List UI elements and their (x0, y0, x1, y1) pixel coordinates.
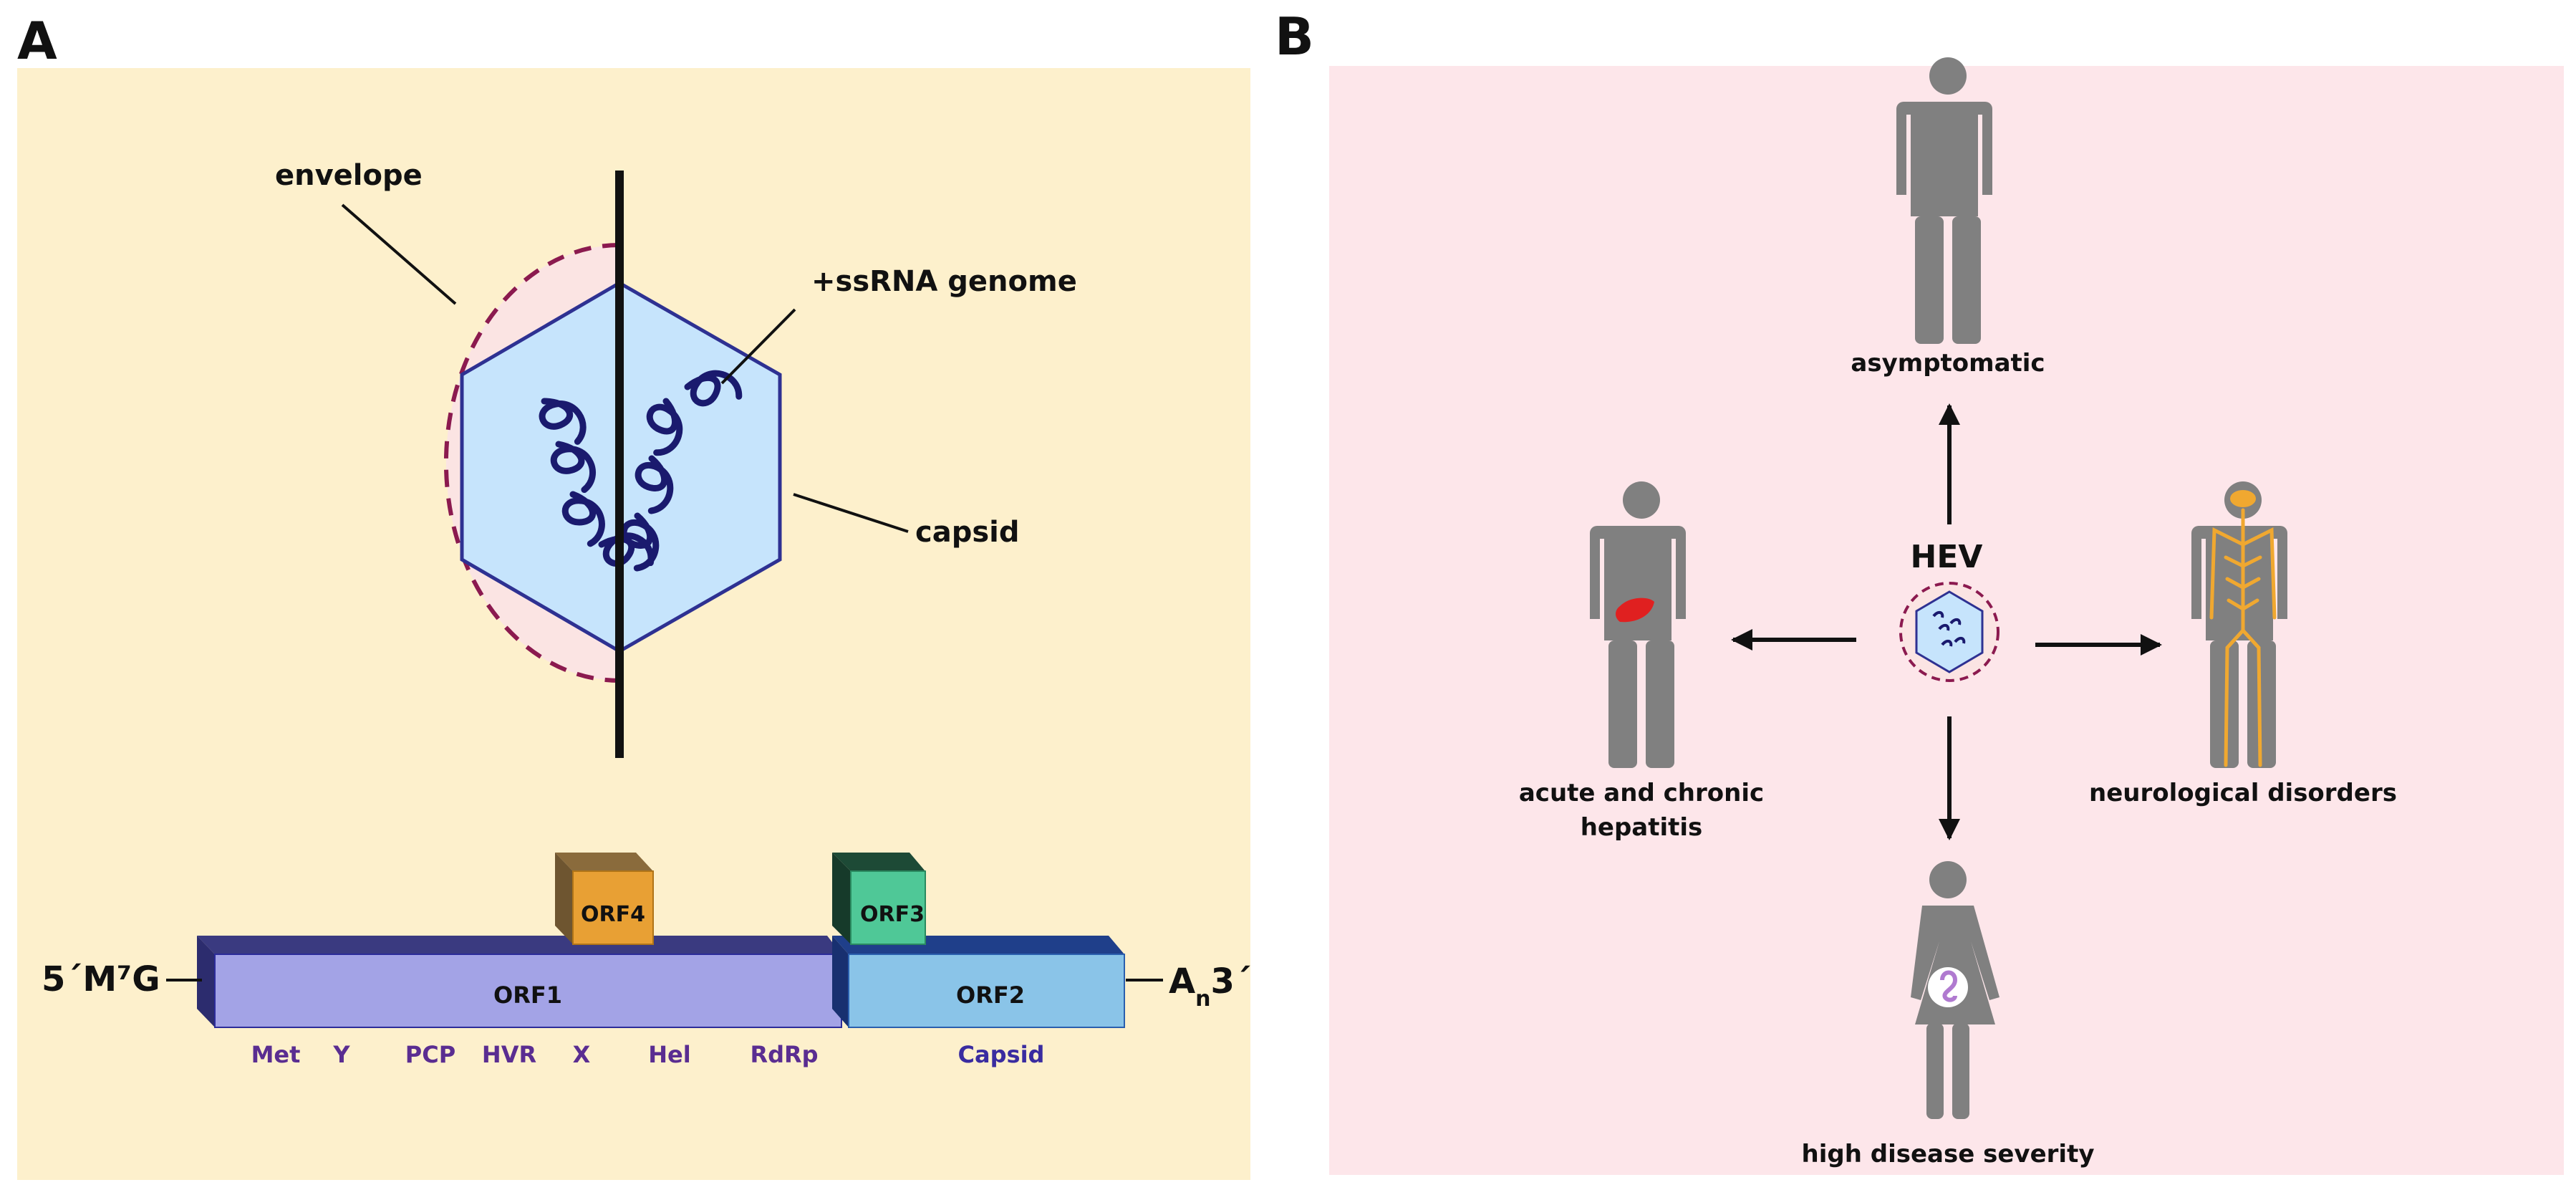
orf1-label: ORF1 (493, 982, 562, 1009)
hev-virion-icon (1899, 582, 1999, 682)
poly-a-base: A (1169, 961, 1195, 1002)
orf3-top-face (832, 853, 925, 871)
orf3-box (850, 870, 926, 945)
envelope-leader-line (341, 203, 457, 305)
orf1-domain-labels: Met Y PCP HVR X Hel RdRp (251, 1041, 819, 1068)
orf2-side-face (832, 936, 849, 1027)
neurological-label: neurological disorders (2089, 779, 2397, 807)
nervous-system-icon (2209, 490, 2277, 767)
capsid-leader-line (793, 493, 909, 533)
envelope-label: envelope (275, 159, 423, 192)
hepatitis-label-line2: hepatitis (1581, 813, 1703, 842)
panel-b-letter: B (1275, 6, 1314, 67)
domain-met: Met (251, 1041, 301, 1068)
virion-diagram (443, 171, 782, 758)
domain-y: Y (332, 1041, 350, 1068)
orf3-label: ORF3 (860, 902, 925, 927)
genome-map: ORF1 ORF2 ORF4 ORF3 5´M⁷G An3´ Met Y PCP… (42, 853, 1252, 1068)
domain-x: X (573, 1041, 591, 1068)
asymptomatic-label: asymptomatic (1851, 349, 2045, 378)
domain-hel: Hel (648, 1041, 690, 1068)
three-prime-suffix: 3´ (1211, 961, 1252, 1002)
womb-circle (1928, 967, 1968, 1007)
panel-a-letter: A (17, 11, 57, 71)
orf1-bar (214, 954, 842, 1028)
domain-rdrp: RdRp (750, 1041, 818, 1068)
three-prime-end-label: An3´ (1169, 961, 1252, 1012)
liver-icon (1616, 598, 1654, 623)
domain-capsid: Capsid (958, 1041, 1045, 1068)
fetus-icon (1940, 970, 1958, 1002)
orf4-side-face (555, 853, 573, 944)
orf1-top-face (197, 936, 841, 954)
orf4-box (572, 870, 654, 945)
hev-label: HEV (1911, 539, 1983, 575)
orf2-label: ORF2 (956, 982, 1025, 1009)
domain-pcp: PCP (405, 1041, 455, 1068)
orf3-side-face (832, 853, 851, 944)
orf4-label: ORF4 (581, 902, 645, 927)
domain-hvr: HVR (482, 1041, 536, 1068)
poly-a-subscript: n (1195, 987, 1210, 1012)
capsid-label: capsid (915, 516, 1020, 549)
genome-leader-line (720, 308, 796, 385)
orf2-bar (848, 954, 1125, 1028)
five-prime-end-label: 5´M⁷G (42, 959, 160, 999)
genome-label: +ssRNA genome (811, 265, 1077, 298)
orf4-top-face (555, 853, 653, 871)
severity-label: high disease severity (1802, 1140, 2095, 1168)
orf1-side-face (197, 936, 215, 1027)
hepatitis-label-line1: acute and chronic (1519, 779, 1764, 807)
